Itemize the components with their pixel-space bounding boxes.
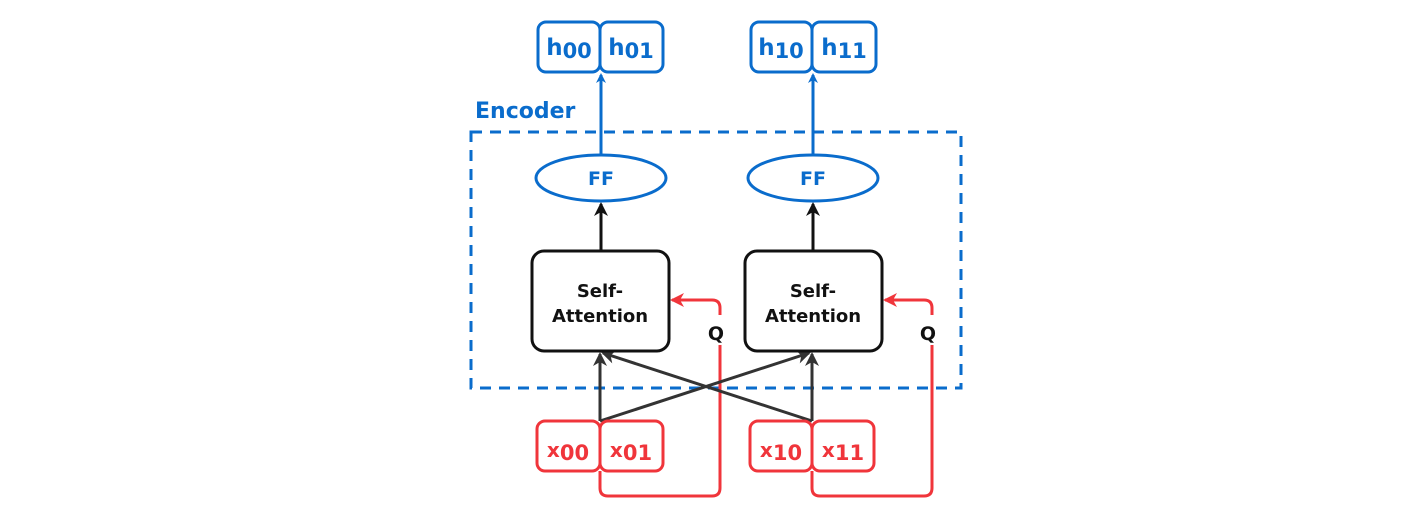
svg-text:x10: x10 (760, 438, 802, 465)
self-attention-line2: Attention (552, 306, 648, 327)
query-path-left (598, 345, 722, 498)
token-base: h (608, 35, 624, 61)
token-subscript: 10 (773, 441, 802, 465)
svg-text:h10: h10 (758, 35, 804, 63)
svg-text:h11: h11 (821, 35, 867, 63)
token-subscript: 00 (563, 39, 592, 63)
output-token-h10: h10 (749, 20, 814, 74)
token-subscript: 00 (560, 441, 589, 465)
ff-node-left: FF (534, 153, 668, 203)
input-token-x01: x01 (598, 419, 665, 473)
encoder-label: Encoder (475, 99, 576, 124)
ff-label: FF (800, 168, 826, 190)
query-path-right (810, 345, 934, 498)
self-attention-block-left: Self- Attention (530, 249, 671, 353)
token-subscript: 11 (838, 39, 867, 63)
token-base: h (758, 35, 774, 61)
ff-label: FF (588, 168, 614, 190)
token-base: h (821, 35, 837, 61)
token-subscript: 11 (835, 441, 864, 465)
svg-text:h00: h00 (546, 35, 592, 63)
token-subscript: 01 (623, 441, 652, 465)
ff-node-right: FF (746, 153, 880, 203)
self-attention-line1: Self- (790, 281, 836, 302)
token-subscript: 10 (775, 39, 804, 63)
query-label-right: Q (920, 323, 936, 345)
svg-text:x01: x01 (610, 438, 652, 465)
query-label-left: Q (708, 323, 724, 345)
self-attention-line1: Self- (577, 281, 623, 302)
query-arrow-right (883, 293, 934, 315)
svg-text:h01: h01 (608, 35, 654, 63)
output-token-h11: h11 (810, 20, 878, 74)
token-base: x (547, 438, 560, 462)
arrow-x1-to-attn0 (601, 350, 813, 423)
input-token-x00: x00 (535, 419, 602, 473)
token-base: x (610, 438, 623, 462)
self-attention-line2: Attention (765, 306, 861, 327)
encoder-boundary (469, 130, 963, 390)
token-subscript: 01 (625, 39, 654, 63)
svg-text:x00: x00 (547, 438, 589, 465)
output-token-h00: h00 (536, 20, 602, 74)
token-base: x (760, 438, 773, 462)
query-arrow-left (670, 293, 722, 315)
input-token-x11: x11 (810, 419, 876, 473)
output-token-h01: h01 (598, 20, 665, 74)
self-attention-block-right: Self- Attention (743, 249, 884, 353)
svg-text:x11: x11 (822, 438, 864, 465)
input-token-x10: x10 (748, 419, 814, 473)
token-base: h (546, 35, 562, 61)
token-base: x (822, 438, 835, 462)
